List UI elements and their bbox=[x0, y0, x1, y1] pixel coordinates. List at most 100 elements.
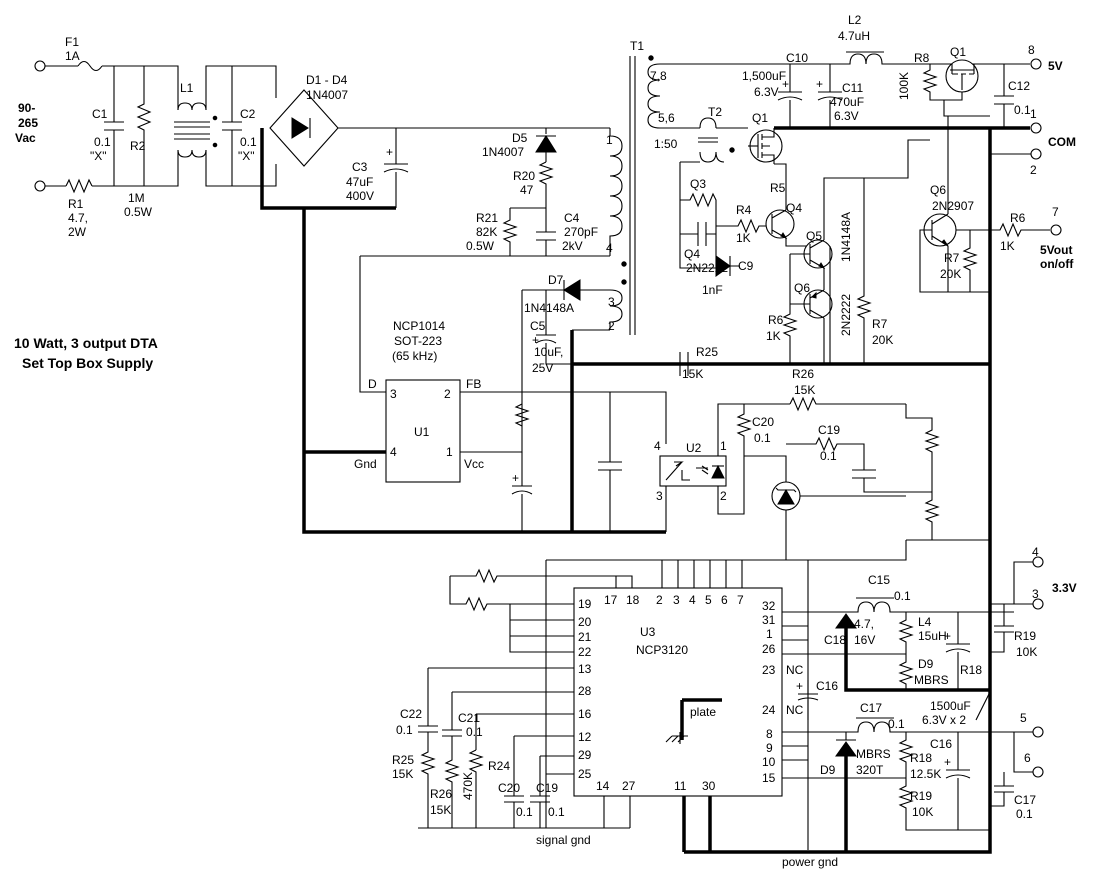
title-line2: Set Top Box Supply bbox=[22, 355, 153, 371]
svg-text:6.3V: 6.3V bbox=[754, 85, 779, 99]
svg-text:1nF: 1nF bbox=[702, 283, 723, 297]
svg-text:(65 kHz): (65 kHz) bbox=[392, 349, 437, 363]
svg-text:6: 6 bbox=[721, 593, 728, 607]
svg-text:4: 4 bbox=[1032, 545, 1039, 559]
svg-text:270pF: 270pF bbox=[564, 225, 598, 239]
svg-text:MBRS: MBRS bbox=[914, 673, 949, 687]
svg-text:90-: 90- bbox=[18, 101, 35, 115]
f1-fuse bbox=[77, 60, 103, 72]
svg-text:+: + bbox=[532, 333, 539, 347]
svg-text:6.3V x 2: 6.3V x 2 bbox=[922, 713, 966, 727]
svg-text:7: 7 bbox=[1052, 205, 1059, 219]
svg-text:29: 29 bbox=[578, 748, 592, 762]
svg-text:Q6: Q6 bbox=[930, 183, 946, 197]
svg-text:30: 30 bbox=[702, 779, 716, 793]
svg-text:470uF: 470uF bbox=[830, 95, 864, 109]
svg-text:23: 23 bbox=[762, 663, 776, 677]
svg-text:47: 47 bbox=[520, 183, 534, 197]
svg-text:2: 2 bbox=[608, 319, 615, 333]
svg-text:NC: NC bbox=[786, 703, 804, 717]
svg-text:R18: R18 bbox=[910, 751, 932, 765]
svg-text:D9: D9 bbox=[820, 763, 836, 777]
svg-text:R24: R24 bbox=[488, 759, 510, 773]
svg-text:C18: C18 bbox=[824, 633, 846, 647]
svg-text:NC: NC bbox=[786, 663, 804, 677]
svg-text:12: 12 bbox=[578, 730, 592, 744]
title-line1: 10 Watt, 3 output DTA bbox=[14, 335, 158, 351]
svg-text:R4: R4 bbox=[736, 203, 752, 217]
svg-text:18: 18 bbox=[626, 593, 640, 607]
svg-text:+: + bbox=[944, 755, 951, 769]
svg-text:C1: C1 bbox=[92, 107, 108, 121]
svg-text:plate: plate bbox=[690, 705, 716, 719]
svg-text:C22: C22 bbox=[400, 707, 422, 721]
svg-text:R2: R2 bbox=[130, 139, 146, 153]
svg-text:C21: C21 bbox=[458, 711, 480, 725]
svg-text:Q1: Q1 bbox=[752, 111, 768, 125]
svg-text:7,8: 7,8 bbox=[650, 69, 667, 83]
svg-text:C17: C17 bbox=[860, 701, 882, 715]
q3-mosfet: Q1 bbox=[749, 111, 783, 164]
svg-text:15uH: 15uH bbox=[918, 629, 947, 643]
svg-text:5,6: 5,6 bbox=[658, 111, 675, 125]
svg-text:power gnd: power gnd bbox=[782, 855, 838, 869]
svg-text:320T: 320T bbox=[856, 763, 884, 777]
svg-text:16V: 16V bbox=[854, 633, 875, 647]
svg-text:C5: C5 bbox=[530, 319, 546, 333]
svg-text:12.5K: 12.5K bbox=[910, 767, 941, 781]
svg-text:T1: T1 bbox=[630, 39, 644, 53]
svg-text:15K: 15K bbox=[794, 383, 815, 397]
svg-text:C11: C11 bbox=[842, 81, 863, 95]
svg-text:265: 265 bbox=[18, 116, 38, 130]
svg-text:1: 1 bbox=[766, 627, 773, 641]
svg-text:R25: R25 bbox=[392, 753, 414, 767]
svg-text:+: + bbox=[782, 77, 789, 91]
svg-text:U2: U2 bbox=[686, 441, 702, 455]
svg-text:3.3V: 3.3V bbox=[1052, 581, 1077, 595]
svg-text:28: 28 bbox=[578, 684, 592, 698]
svg-text:1M: 1M bbox=[128, 191, 145, 205]
svg-text:10K: 10K bbox=[912, 805, 933, 819]
svg-text:R21: R21 bbox=[476, 211, 498, 225]
svg-text:C15: C15 bbox=[868, 573, 890, 587]
svg-text:0.5W: 0.5W bbox=[124, 205, 153, 219]
svg-text:1N4148A: 1N4148A bbox=[839, 212, 853, 262]
svg-text:"X": "X" bbox=[90, 149, 107, 163]
svg-text:0.1: 0.1 bbox=[94, 135, 111, 149]
svg-text:10K: 10K bbox=[1016, 645, 1037, 659]
svg-text:5: 5 bbox=[705, 593, 712, 607]
svg-text:FB: FB bbox=[466, 377, 481, 391]
svg-text:Q4: Q4 bbox=[786, 201, 802, 215]
svg-text:+: + bbox=[816, 77, 823, 91]
svg-text:COM: COM bbox=[1048, 135, 1076, 149]
svg-text:4.7,: 4.7, bbox=[68, 211, 88, 225]
q2-transistor: Q6 2N2907 bbox=[923, 183, 974, 247]
svg-text:15K: 15K bbox=[392, 767, 413, 781]
svg-text:1K: 1K bbox=[736, 231, 751, 245]
svg-text:13: 13 bbox=[578, 662, 592, 676]
svg-text:5V: 5V bbox=[1048, 59, 1063, 73]
svg-text:signal gnd: signal gnd bbox=[536, 833, 591, 847]
svg-text:9: 9 bbox=[766, 741, 773, 755]
svg-text:Q6: Q6 bbox=[794, 281, 810, 295]
svg-text:32: 32 bbox=[762, 599, 776, 613]
svg-text:21: 21 bbox=[578, 630, 592, 644]
svg-text:1N4007: 1N4007 bbox=[482, 145, 524, 159]
svg-text:22: 22 bbox=[578, 645, 592, 659]
svg-text:10: 10 bbox=[762, 755, 776, 769]
r1-resistor bbox=[65, 178, 93, 194]
svg-text:Q1: Q1 bbox=[950, 45, 966, 59]
svg-text:R18: R18 bbox=[960, 663, 982, 677]
svg-text:Vac: Vac bbox=[15, 131, 36, 145]
q1-mosfet: Q1 Q1 bbox=[945, 45, 979, 93]
svg-text:MBRS: MBRS bbox=[856, 747, 891, 761]
svg-text:R7: R7 bbox=[872, 317, 888, 331]
svg-text:1N4148A: 1N4148A bbox=[524, 301, 574, 315]
svg-text:R8: R8 bbox=[914, 51, 930, 65]
svg-text:470K: 470K bbox=[461, 772, 475, 800]
svg-text:0.1: 0.1 bbox=[240, 135, 257, 149]
svg-text:82K: 82K bbox=[476, 225, 497, 239]
svg-text:C20: C20 bbox=[498, 781, 520, 795]
svg-text:31: 31 bbox=[762, 613, 776, 627]
svg-text:3: 3 bbox=[608, 295, 615, 309]
